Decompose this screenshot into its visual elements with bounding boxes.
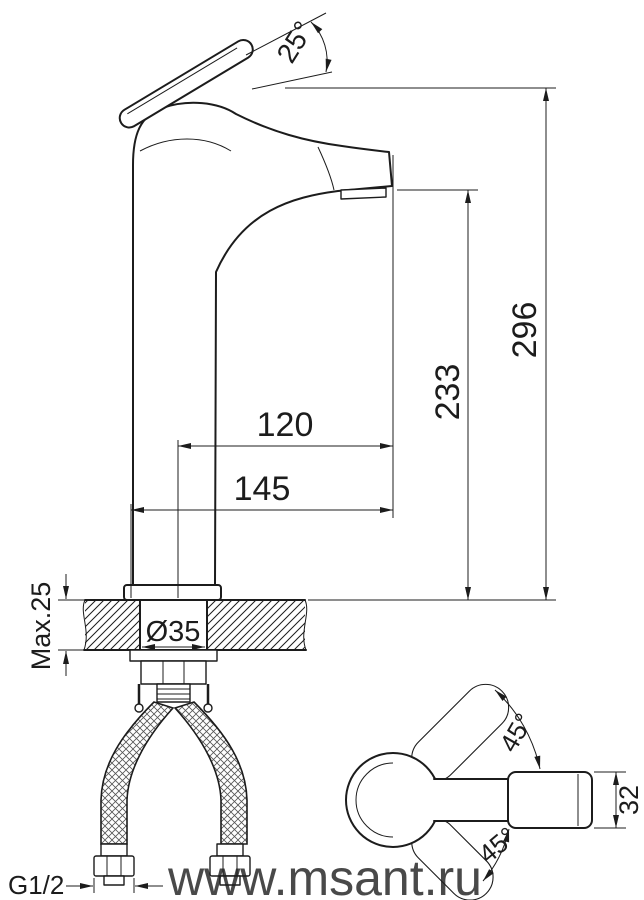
handle-end-block: [507, 771, 593, 829]
deck-break-left: [82, 599, 87, 651]
mounting-assembly: [129, 649, 218, 713]
thread-stub-right: [219, 875, 241, 886]
mounting-nut: [140, 660, 207, 685]
dim-spout-reach: 120: [257, 406, 314, 444]
body-inner-arc: [355, 762, 394, 838]
mounting-plate: [129, 649, 218, 662]
dim-swing-upper: 45°: [493, 708, 539, 757]
dim-overall-reach: 145: [234, 470, 291, 508]
lever-angle-arc: [310, 21, 332, 73]
swing-arc-upper: [494, 689, 541, 770]
base-flange: [123, 584, 222, 601]
dim-inlet-thread: G1/2: [8, 870, 64, 900]
lever-angle-line-ref: [251, 71, 333, 90]
body-outline: [132, 101, 393, 586]
handle-neck-fill: [434, 779, 508, 821]
stud-head-left: [134, 703, 144, 713]
hex-fitting-left: [93, 855, 135, 877]
cartridge-seam: [139, 138, 232, 152]
spout-seam: [317, 146, 335, 191]
lever-angle-line-open: [245, 12, 327, 56]
aerator: [340, 187, 387, 200]
deck-hatch-left: [85, 600, 140, 650]
lever-detail-line: [127, 47, 238, 115]
watermark: www.msant.ru: [167, 850, 482, 900]
supply-hoses: [100, 701, 248, 845]
lever: [118, 38, 254, 129]
hose-right: [173, 701, 248, 845]
dim-handle-width: 32: [614, 785, 644, 815]
countertop-section: [82, 599, 308, 651]
stud-head-right: [203, 703, 213, 713]
body-top-view-circle: [345, 752, 441, 848]
swing-arc-lower: [482, 828, 510, 882]
dim-hole-diameter: Ø35: [146, 616, 201, 648]
dim-spout-height: 233: [429, 364, 467, 421]
lever-handle: [118, 38, 254, 129]
dim-deck-thickness: Max.25: [26, 582, 56, 671]
hose-fittings: [93, 843, 251, 886]
hose-left: [100, 701, 175, 845]
ferrule-left: [100, 843, 128, 857]
dim-overall-height: 296: [506, 302, 544, 359]
deck-hatch-right: [207, 600, 305, 650]
deck-break-right: [303, 599, 308, 651]
thread-stub-left: [103, 875, 125, 886]
dimension-lines: [58, 12, 556, 893]
faucet-body: [123, 101, 393, 601]
handle-top-view: [345, 683, 626, 900]
